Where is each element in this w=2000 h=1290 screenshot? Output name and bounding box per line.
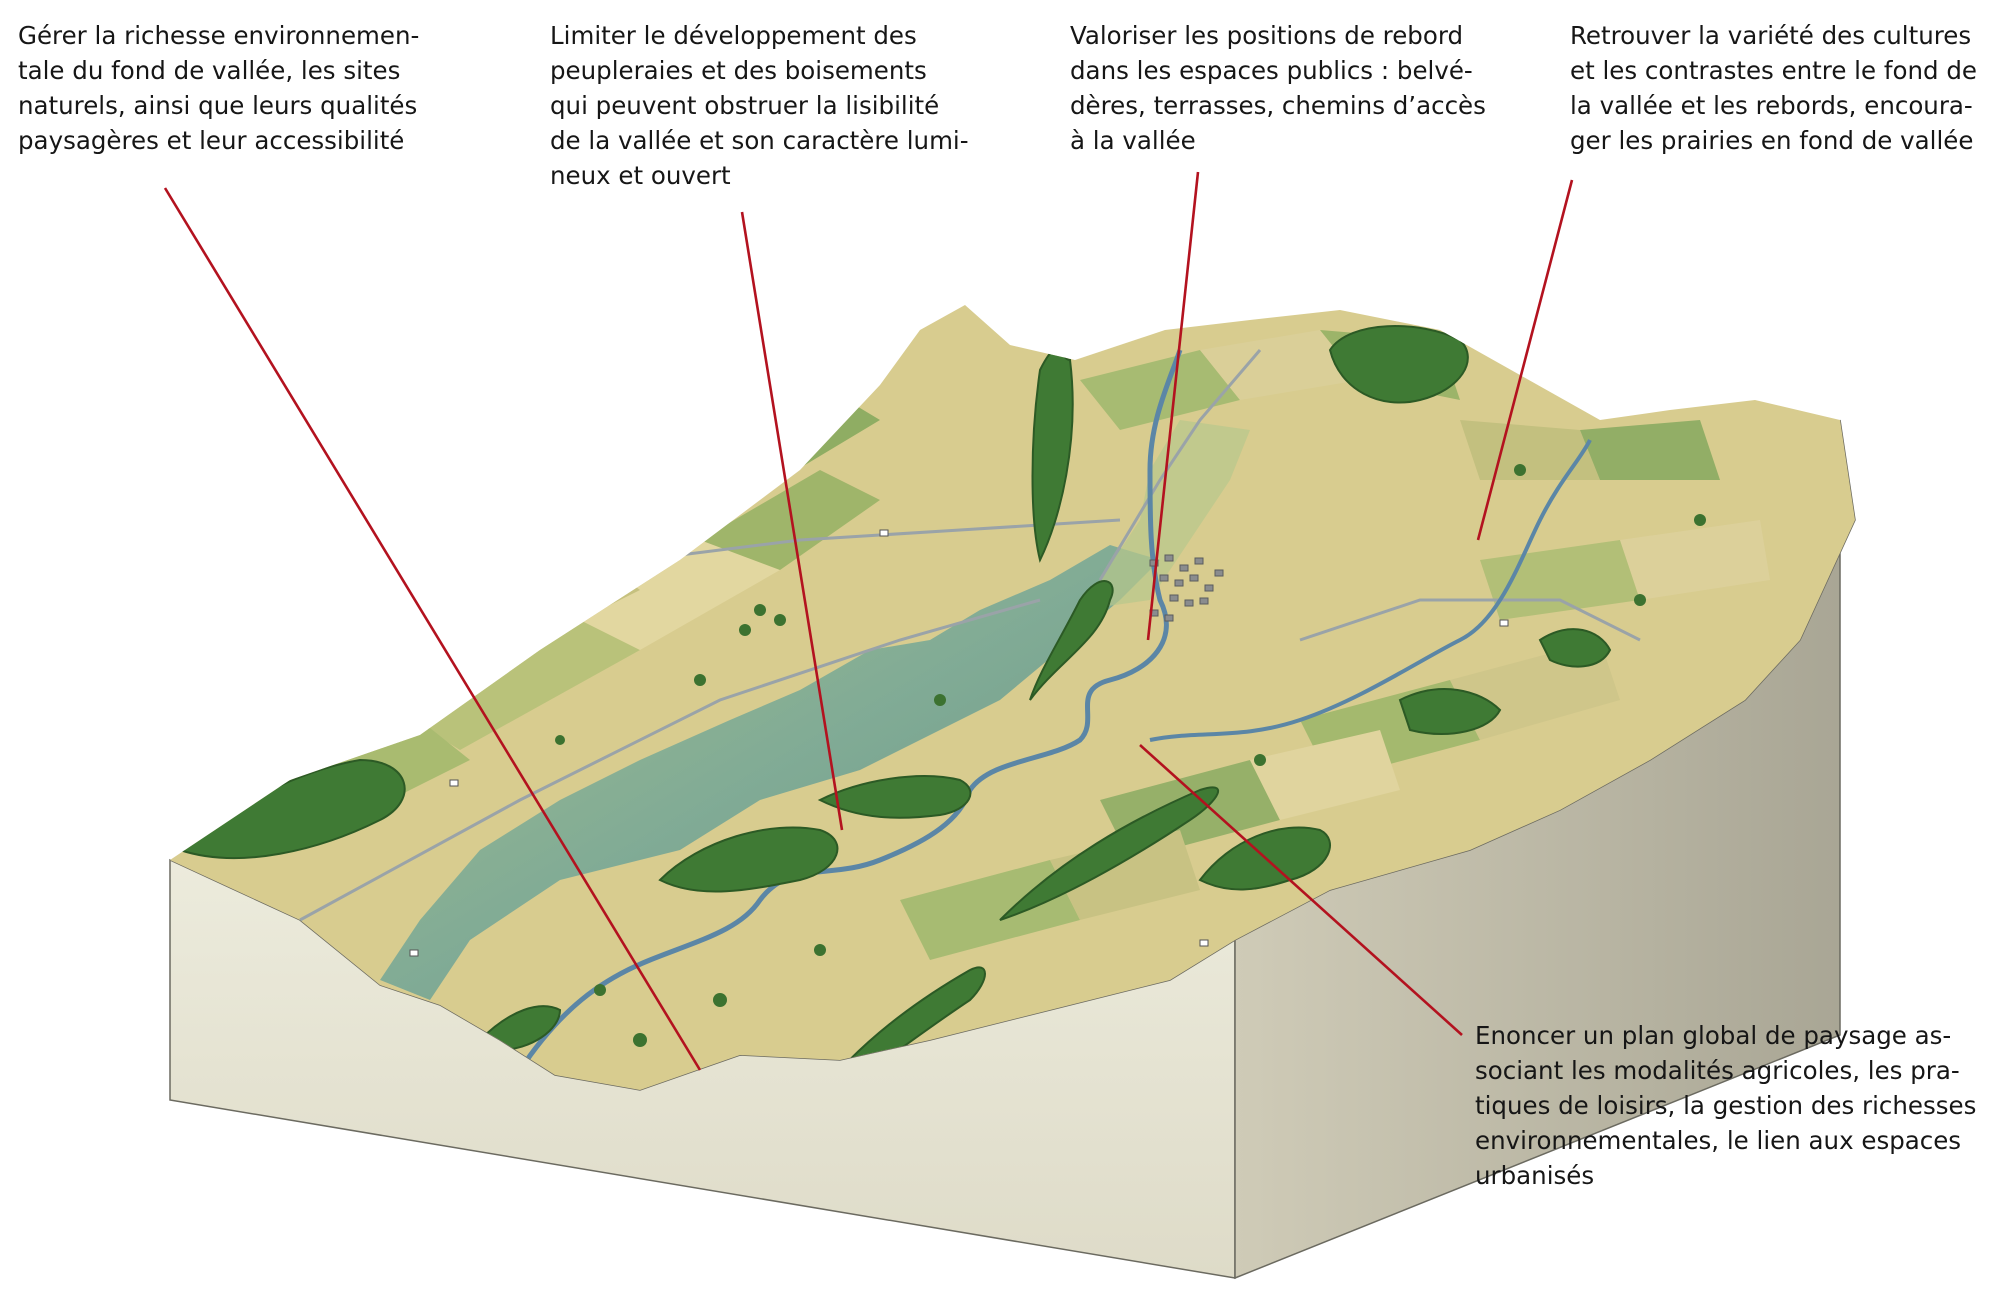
annotation-variete-cultures: Retrouver la variété des cultures et les… — [1570, 21, 1977, 155]
annotation-plan-global: Enoncer un plan global de paysage as- so… — [1475, 1021, 1977, 1190]
annotation-richesse-environnementale: Gérer la richesse environnemen- tale du … — [18, 21, 420, 155]
river — [517, 349, 1183, 1072]
leader-line-variete-cultures — [1476, 179, 1574, 541]
leader-line-positions-rebord — [1146, 171, 1200, 641]
annotation-positions-rebord: Valoriser les positions de rebord dans l… — [1070, 21, 1486, 155]
leader-line-plan-global — [1139, 744, 1463, 1036]
tree-icon — [555, 464, 1706, 1047]
annotation-peupleraies: Limiter le développement des peupleraies… — [550, 21, 969, 190]
leader-line-peupleraies — [740, 211, 844, 831]
village-icon — [1149, 554, 1224, 622]
leader-line-richesse-environnementale — [163, 187, 702, 1071]
leader-lines — [163, 171, 1574, 1071]
